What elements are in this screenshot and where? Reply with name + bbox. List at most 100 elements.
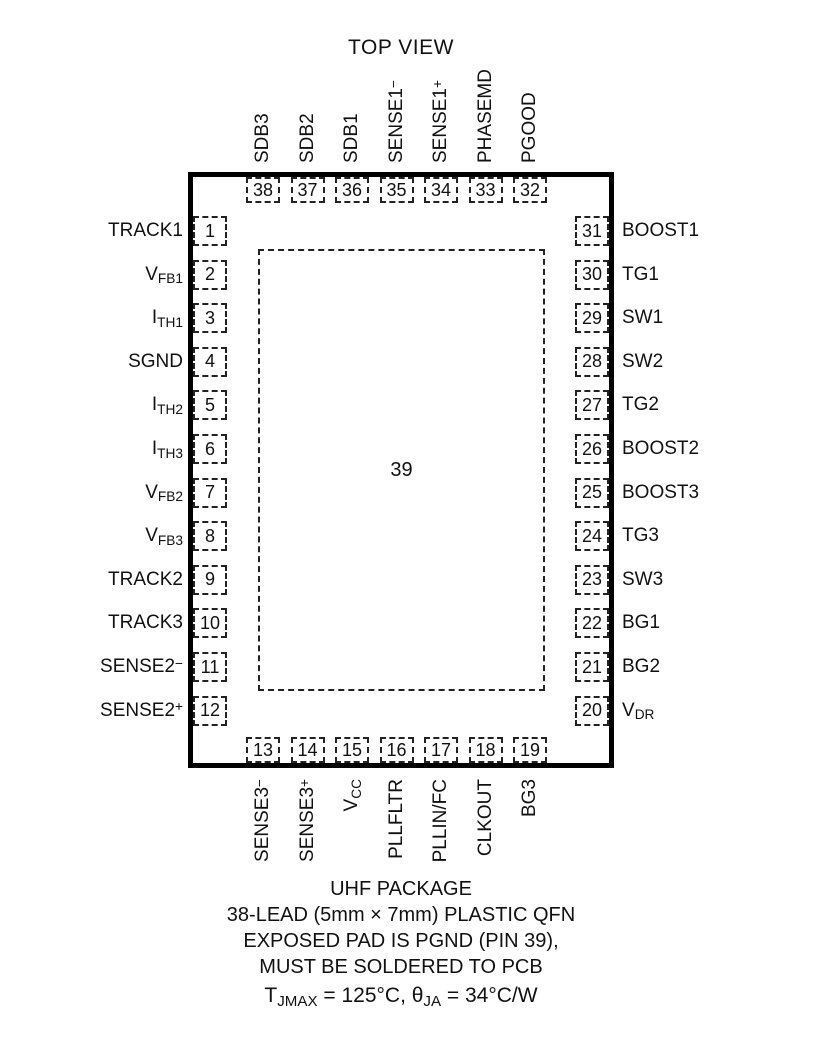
pin-label-29: SW1: [622, 305, 663, 331]
pin-box-12: 12: [193, 695, 227, 726]
pin-box-18: 18: [468, 737, 503, 763]
pin-label-22: BG1: [622, 610, 660, 636]
pin-box-8: 8: [193, 521, 227, 552]
thermal-text: T: [264, 984, 278, 1007]
pin-label-text: SDB2: [296, 113, 318, 163]
pin-label-subscript: DR: [634, 707, 655, 723]
pin-number: 3: [204, 307, 215, 328]
pin-number: 28: [581, 351, 603, 372]
pin-label-28: SW2: [622, 349, 663, 375]
pin-label-superscript: +: [429, 80, 445, 89]
pin-label-24: TG3: [622, 523, 659, 549]
pin-label-7: VFB2: [145, 480, 183, 507]
pin-label-superscript: +: [296, 779, 312, 787]
pin-number: 18: [475, 739, 496, 760]
pin-number: 21: [581, 656, 603, 677]
pin-box-5: 5: [193, 390, 227, 421]
pin-label-30: TG1: [622, 262, 659, 288]
pin-box-24: 24: [575, 521, 609, 552]
pin-label-text: SENSE3: [252, 786, 273, 862]
thermal-subscript: JA: [423, 993, 442, 1011]
pin-number: 27: [581, 394, 603, 415]
pin-number: 30: [581, 264, 603, 285]
pin-label-12: SENSE2+: [100, 698, 183, 725]
pin-label-text: TG1: [622, 263, 659, 285]
pin-box-3: 3: [193, 303, 227, 334]
pin-label-6: ITH3: [152, 436, 183, 463]
pin-label-text: TG2: [622, 394, 659, 416]
pin-label-38: SDB3: [252, 113, 273, 163]
thermal-text: = 34°C/W: [441, 984, 538, 1007]
pin-box-4: 4: [193, 346, 227, 377]
pin-box-38: 38: [246, 177, 280, 203]
pin-box-19: 19: [513, 737, 547, 763]
pin-label-3: ITH1: [152, 305, 183, 332]
package-note-line: EXPOSED PAD IS PGND (PIN 39),: [243, 930, 559, 952]
pin-label-32: PGOOD: [519, 92, 540, 163]
pin-label-14: SENSE3+: [296, 779, 319, 862]
pin-label-text: SENSE1: [430, 88, 451, 163]
pin-label-4: SGND: [128, 349, 183, 375]
exposed-pad: 39: [258, 249, 545, 691]
pin-box-22: 22: [575, 608, 609, 639]
pin-label-text: BG1: [622, 612, 661, 634]
pin-label-superscript: −: [385, 80, 401, 89]
pin-label-text: TG3: [622, 525, 659, 547]
pin-box-26: 26: [575, 434, 609, 464]
pin-label-13: SENSE3−: [252, 779, 274, 862]
pin-label-subscript: TH1: [157, 315, 183, 331]
pin-label-27: TG2: [622, 392, 659, 418]
pin-number: 36: [341, 179, 363, 200]
pin-number: 33: [475, 179, 496, 200]
pin-box-30: 30: [575, 259, 609, 290]
pin-number: 9: [204, 569, 215, 590]
pin-label-33: PHASEMD: [475, 69, 496, 163]
thermal-text: = 125°C, θ: [317, 984, 424, 1007]
pin-label-15: VCC: [341, 779, 364, 812]
pin-box-7: 7: [193, 477, 227, 508]
pin-number: 8: [204, 525, 215, 546]
pin-number: 13: [252, 739, 274, 760]
pin-number: 24: [581, 525, 603, 546]
pin-box-25: 25: [575, 477, 609, 508]
pin-label-text: TRACK3: [108, 612, 183, 634]
pin-label-text: V: [341, 798, 362, 812]
pin-label-subscript: FB2: [157, 489, 183, 505]
pin-number: 15: [341, 739, 363, 760]
pin-label-text: SDB3: [252, 113, 273, 163]
pin-label-17: PLLIN/FC: [430, 779, 451, 863]
pin-label-37: SDB2: [296, 113, 318, 163]
pin-box-35: 35: [379, 177, 414, 203]
pin-label-text: I: [151, 438, 158, 459]
pin-label-8: VFB3: [145, 523, 183, 550]
pin-number: 11: [200, 656, 220, 677]
pin-label-text: I: [151, 394, 158, 416]
pin-number: 17: [430, 739, 452, 760]
pin-number: 6: [204, 438, 215, 459]
exposed-pad-number: 39: [390, 458, 413, 481]
pin-label-superscript: +: [175, 699, 183, 715]
pin-number: 2: [204, 264, 215, 285]
pin-box-27: 27: [575, 390, 609, 421]
pin-box-31: 31: [575, 216, 609, 246]
pin-label-1: TRACK1: [108, 218, 183, 244]
pin-label-text: BG3: [519, 779, 540, 818]
pin-box-29: 29: [575, 303, 609, 334]
pin-box-9: 9: [193, 564, 227, 595]
pin-label-text: BOOST2: [622, 438, 700, 459]
pin-number: 32: [519, 179, 541, 200]
pin-label-text: V: [622, 699, 635, 721]
pin-label-text: TRACK2: [108, 568, 183, 590]
package-notes: UHF PACKAGE 38-LEAD (5mm × 7mm) PLASTIC …: [101, 876, 701, 1011]
pin-label-text: V: [145, 263, 158, 285]
pin-label-text: SW2: [622, 350, 664, 372]
pin-label-text: BOOST3: [622, 481, 700, 503]
diagram-title: TOP VIEW: [348, 36, 454, 59]
pin-label-superscript: −: [175, 655, 183, 671]
pin-label-text: PLLIN/FC: [430, 779, 451, 863]
pin-label-text: SENSE3: [296, 786, 318, 862]
pin-box-32: 32: [513, 177, 547, 203]
thermal-subscript: JMAX: [277, 993, 318, 1011]
pin-label-5: ITH2: [152, 392, 183, 419]
pin-number: 14: [297, 739, 318, 760]
